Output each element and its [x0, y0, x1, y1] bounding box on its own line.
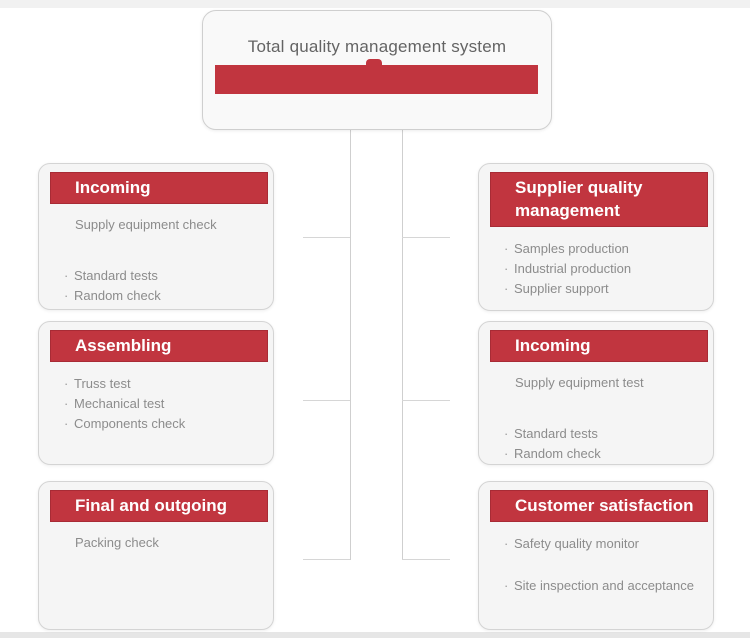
top-edge-strip [0, 0, 750, 8]
box-header: Final and outgoing [50, 490, 268, 522]
bottom-edge-strip [0, 632, 750, 638]
bullet-item: Supplier support [503, 279, 705, 299]
box-header: Incoming [490, 330, 708, 362]
box-header: Customer satisfaction [490, 490, 708, 522]
box-header: Assembling [50, 330, 268, 362]
bullet-item: Components check [63, 414, 265, 434]
bullet-list: Truss test Mechanical test Components ch… [63, 374, 265, 434]
bullet-item: Site inspection and acceptance [503, 576, 705, 596]
red-accent-bar [215, 65, 538, 94]
connector-stub-right-row1 [402, 237, 450, 238]
box-supplier-quality-management: Supplier quality management Samples prod… [478, 163, 714, 311]
connector-stub-left-row2 [303, 400, 350, 401]
connector-stub-right-row2 [402, 400, 450, 401]
bullet-item: Random check [63, 286, 265, 306]
box-intro: Supply equipment check [75, 217, 217, 232]
bullet-list: Standard tests Random check [503, 424, 705, 464]
bullet-item: Mechanical test [63, 394, 265, 414]
box-final-and-outgoing: Final and outgoing Packing check [38, 481, 274, 630]
connector-stub-right-row3 [402, 559, 450, 560]
bullet-item: Truss test [63, 374, 265, 394]
root-box: Total quality management system [202, 10, 552, 130]
bullet-list: Standard tests Random check [63, 266, 265, 306]
bullet-item: Samples production [503, 239, 705, 259]
box-assembling: Assembling Truss test Mechanical test Co… [38, 321, 274, 465]
box-header: Supplier quality management [490, 172, 708, 227]
box-incoming-left: Incoming Supply equipment check Standard… [38, 163, 274, 310]
connector-vertical-right [402, 128, 403, 560]
connector-vertical-left [350, 128, 351, 560]
box-incoming-right: Incoming Supply equipment test Standard … [478, 321, 714, 465]
bullet-item: Standard tests [63, 266, 265, 286]
box-intro: Supply equipment test [515, 375, 644, 390]
box-header: Incoming [50, 172, 268, 204]
red-notch [366, 59, 382, 67]
bullet-item: Industrial production [503, 259, 705, 279]
bullet-item: Standard tests [503, 424, 705, 444]
bullet-item: Random check [503, 444, 705, 464]
box-intro: Packing check [75, 535, 159, 550]
bullet-item: Safety quality monitor [503, 534, 705, 554]
root-title: Total quality management system [247, 37, 507, 56]
connector-stub-left-row3 [303, 559, 350, 560]
box-customer-satisfaction: Customer satisfaction Safety quality mon… [478, 481, 714, 630]
bullet-list: Samples production Industrial production… [503, 239, 705, 299]
connector-stub-left-row1 [303, 237, 350, 238]
bullet-list: Safety quality monitor Site inspection a… [503, 534, 705, 596]
